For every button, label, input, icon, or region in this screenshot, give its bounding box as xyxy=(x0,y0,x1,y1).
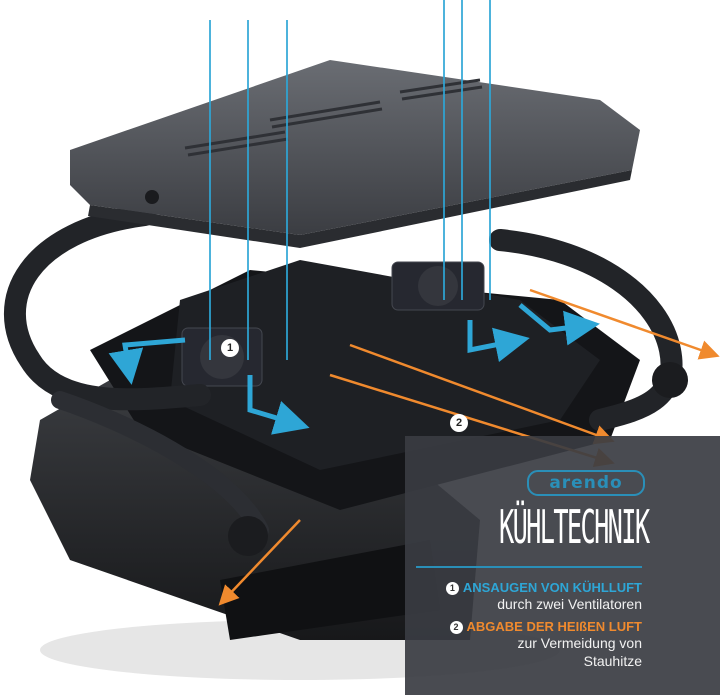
intake-flow-arrows xyxy=(108,303,600,435)
feature-number-1: 1 xyxy=(445,582,459,595)
lid-panel xyxy=(70,60,640,235)
feature-number-2: 2 xyxy=(449,621,463,634)
feature-detail: durch zwei Ventilatoren xyxy=(497,596,642,612)
info-panel xyxy=(405,436,720,695)
feature-detail: zur Vermeidung von Stauhitze xyxy=(517,635,642,669)
marker-2: 2 xyxy=(450,414,468,432)
handle-right xyxy=(489,229,683,431)
marker-1: 1 xyxy=(221,339,239,357)
feature-heading: ABGABE DER HEIßEN LUFT xyxy=(466,619,643,634)
intake-airflow-lines xyxy=(209,0,491,360)
lid-vents xyxy=(184,78,483,157)
title-divider xyxy=(416,566,642,568)
handle-left xyxy=(3,204,211,411)
handle-arm-left xyxy=(51,391,269,539)
brand-logo: arendo xyxy=(527,470,645,496)
feature-title: KÜHLTECHNIK xyxy=(499,500,650,554)
feature-heading: ANSAUGEN VON KÜHLLUFT xyxy=(462,580,642,595)
